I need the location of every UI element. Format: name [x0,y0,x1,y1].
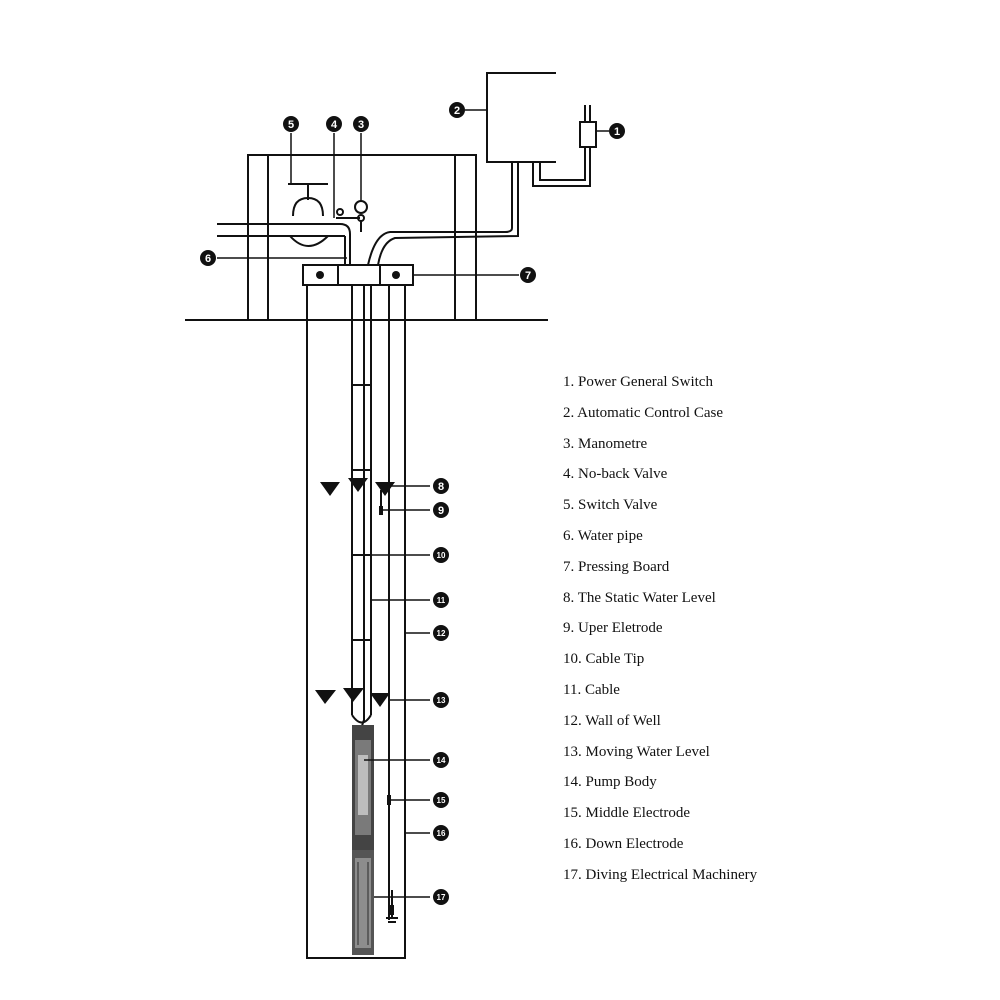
callout-14: 14 [433,752,449,768]
callout-5: 5 [283,116,299,132]
callout-17: 17 [433,889,449,905]
callout-17-label: 17 [437,893,446,902]
callout-7: 7 [520,267,536,283]
callout-15-label: 15 [437,796,446,805]
callout-10: 10 [433,547,449,563]
legend-item-15: 15. Middle Electrode [563,805,691,822]
callout-2: 2 [449,102,465,118]
legend-item-2: 2. Automatic Control Case [563,404,723,421]
callout-13: 13 [433,692,449,708]
legend-item-12: 12. Wall of Well [563,712,661,729]
legend-item-16: 16. Down Electrode [563,835,684,852]
callout-6: 6 [200,250,216,266]
callout-9-label: 9 [438,505,444,517]
legend: 1. Power General Switch 2. Automatic Con… [563,370,757,894]
callout-8: 8 [433,478,449,494]
legend-item-13: 13. Moving Water Level [563,743,710,760]
pressing-board-bolts [316,271,400,279]
cable [360,285,365,736]
legend-item-9: 9. Uper Eletrode [563,620,663,637]
moving-water-level [315,688,390,707]
callout-1-label: 1 [614,126,620,138]
callout-12-label: 12 [437,629,446,638]
legend-item-4: 4. No-back Valve [563,466,668,483]
legend-item-10: 10. Cable Tip [563,651,645,668]
callout-4-label: 4 [331,119,338,131]
static-water-level [320,478,395,496]
callout-7-label: 7 [525,270,531,282]
callout-11: 11 [433,592,449,608]
legend-item-5: 5. Switch Valve [563,497,658,514]
legend-item-3: 3. Manometre [563,435,648,452]
control-cables [367,162,519,266]
riser-pipe [351,285,372,724]
callout-14-label: 14 [437,756,446,765]
legend-item-6: 6. Water pipe [563,527,643,544]
down-electrode [390,905,394,915]
legend-item-14: 14. Pump Body [563,774,657,791]
legend-item-7: 7. Pressing Board [563,558,670,575]
callout-3-label: 3 [358,119,364,131]
callout-4: 4 [326,116,342,132]
diving-motor [352,850,374,955]
callout-2-label: 2 [454,105,460,117]
callout-10-label: 10 [437,551,446,560]
callout-15: 15 [433,792,449,808]
pressing-board [302,264,414,286]
callout-1: 1 [609,123,625,139]
pump-body [352,725,374,850]
switch-valve [288,183,329,247]
callout-16-label: 16 [437,829,446,838]
callout-3: 3 [353,116,369,132]
callout-11-label: 11 [437,596,446,605]
callout-12: 12 [433,625,449,641]
callout-16: 16 [433,825,449,841]
callout-13-label: 13 [437,696,446,705]
callout-6-label: 6 [205,253,211,265]
callout-9: 9 [433,502,449,518]
legend-item-8: 8. The Static Water Level [563,589,716,606]
no-back-valve [336,208,360,219]
legend-item-1: 1. Power General Switch [563,374,713,390]
leader-lines [217,109,609,898]
legend-item-17: 17. Diving Electrical Machinery [563,866,758,883]
callout-8-label: 8 [438,481,444,493]
electrode-cable [380,285,398,923]
legend-item-11: 11. Cable [563,681,620,698]
callout-5-label: 5 [288,119,294,131]
control-case [486,72,556,163]
middle-electrode [387,795,391,805]
manometre [354,200,368,232]
water-pipe-horizontal [217,223,351,265]
power-switch [532,105,597,187]
